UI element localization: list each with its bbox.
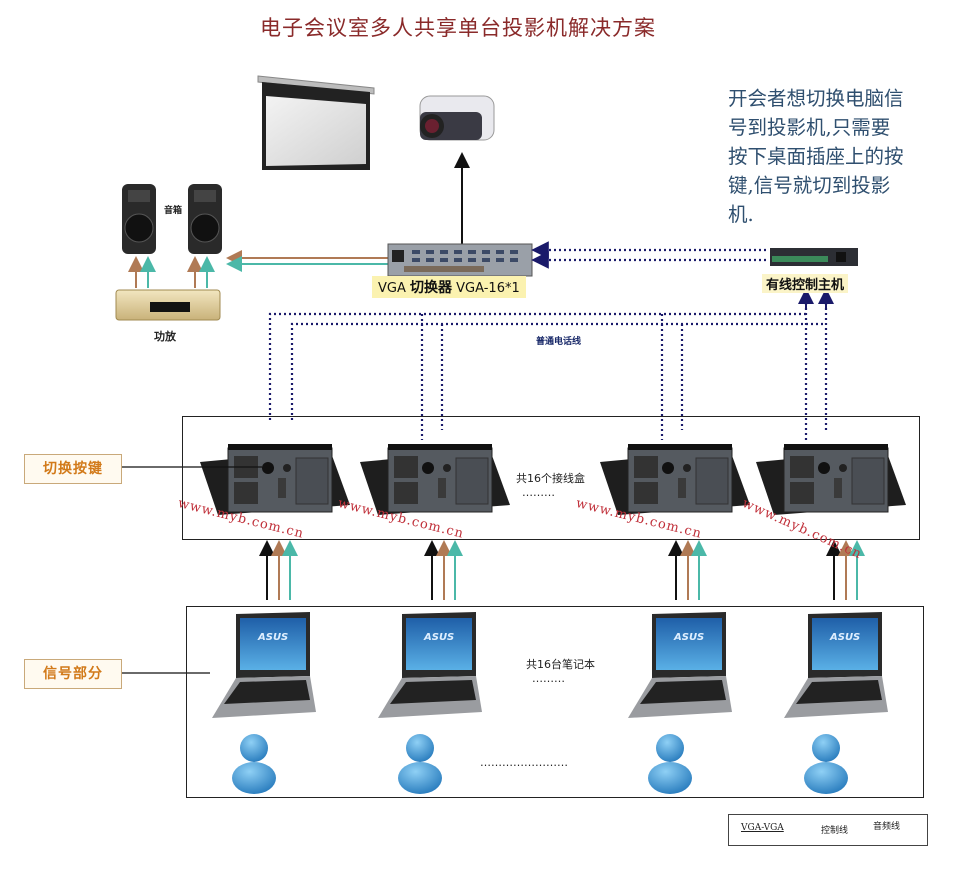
vga-switcher-label: VGA 切换器 VGA-16*1: [372, 276, 526, 298]
laptop-4-icon: [784, 612, 888, 718]
phone-line-label: 普通电话线: [536, 337, 582, 347]
socket-box-4: [756, 444, 906, 515]
laptop-frame: [186, 606, 924, 798]
vga-switcher-icon: [387, 243, 533, 277]
laptop-brand-4: ASUS: [830, 632, 861, 643]
speaker-right-icon: [188, 184, 222, 254]
user-1-icon: [232, 734, 276, 794]
note-line: 按下桌面插座上的按: [728, 145, 904, 168]
legend-audio: 音频线: [873, 822, 901, 832]
user-2-icon: [398, 734, 442, 794]
socket-box-1: [200, 444, 350, 515]
speakers-label: 音箱: [164, 206, 183, 216]
user-3-icon: [648, 734, 692, 794]
controller-label: 有线控制主机: [762, 274, 849, 293]
signal-part-tag: 信号部分: [24, 659, 122, 689]
amplifier-icon: [115, 289, 221, 321]
speaker-left-icon: [122, 184, 156, 254]
laptop-3-icon: [628, 612, 732, 718]
legend-control: 控制线: [821, 826, 849, 836]
note-line: 号到投影机,只需要: [728, 116, 891, 139]
diagram-title: 电子会议室多人共享单台投影机解决方案: [260, 16, 656, 40]
box-count-text: 共16个接线盒: [516, 472, 585, 485]
laptop-brand-3: ASUS: [674, 632, 705, 643]
note-line: 机.: [728, 203, 754, 226]
laptop-2-icon: [378, 612, 482, 718]
users-ellipsis: ……………………: [480, 756, 568, 769]
laptop-count-text: 共16台笔记本: [526, 658, 595, 671]
socket-box-2: [360, 444, 510, 515]
user-4-icon: [804, 734, 848, 794]
legend-vga: VGA-VGA: [741, 823, 784, 833]
projector-icon: [419, 95, 495, 141]
amplifier-label: 功放: [154, 330, 176, 343]
phone-line-bus: [268, 300, 828, 440]
laptop-feed-arrows: [259, 540, 865, 600]
projection-screen-icon: [257, 75, 375, 170]
wired-controller-icon: [770, 248, 858, 266]
instruction-note: 开会者想切换电脑信 号到投影机,只需要 按下桌面插座上的按 键,信号就切到投影 …: [728, 84, 964, 229]
laptop-brand-2: ASUS: [424, 632, 455, 643]
switcher-name: 切换器: [410, 280, 453, 296]
socket-box-3: [600, 444, 750, 515]
note-line: 开会者想切换电脑信: [728, 87, 904, 110]
switcher-prefix: VGA: [378, 281, 406, 296]
switch-box-frame: [182, 416, 920, 540]
laptop-brand-1: ASUS: [258, 632, 289, 643]
note-line: 键,信号就切到投影: [728, 174, 891, 197]
laptop-ellipsis: ………: [532, 672, 565, 685]
switcher-model: VGA-16*1: [456, 281, 520, 296]
box-ellipsis: ………: [522, 486, 555, 499]
laptop-1-icon: [212, 612, 316, 718]
legend: VGA-VGA 控制线 音频线: [728, 814, 928, 846]
switch-keys-tag: 切换按键: [24, 454, 122, 484]
